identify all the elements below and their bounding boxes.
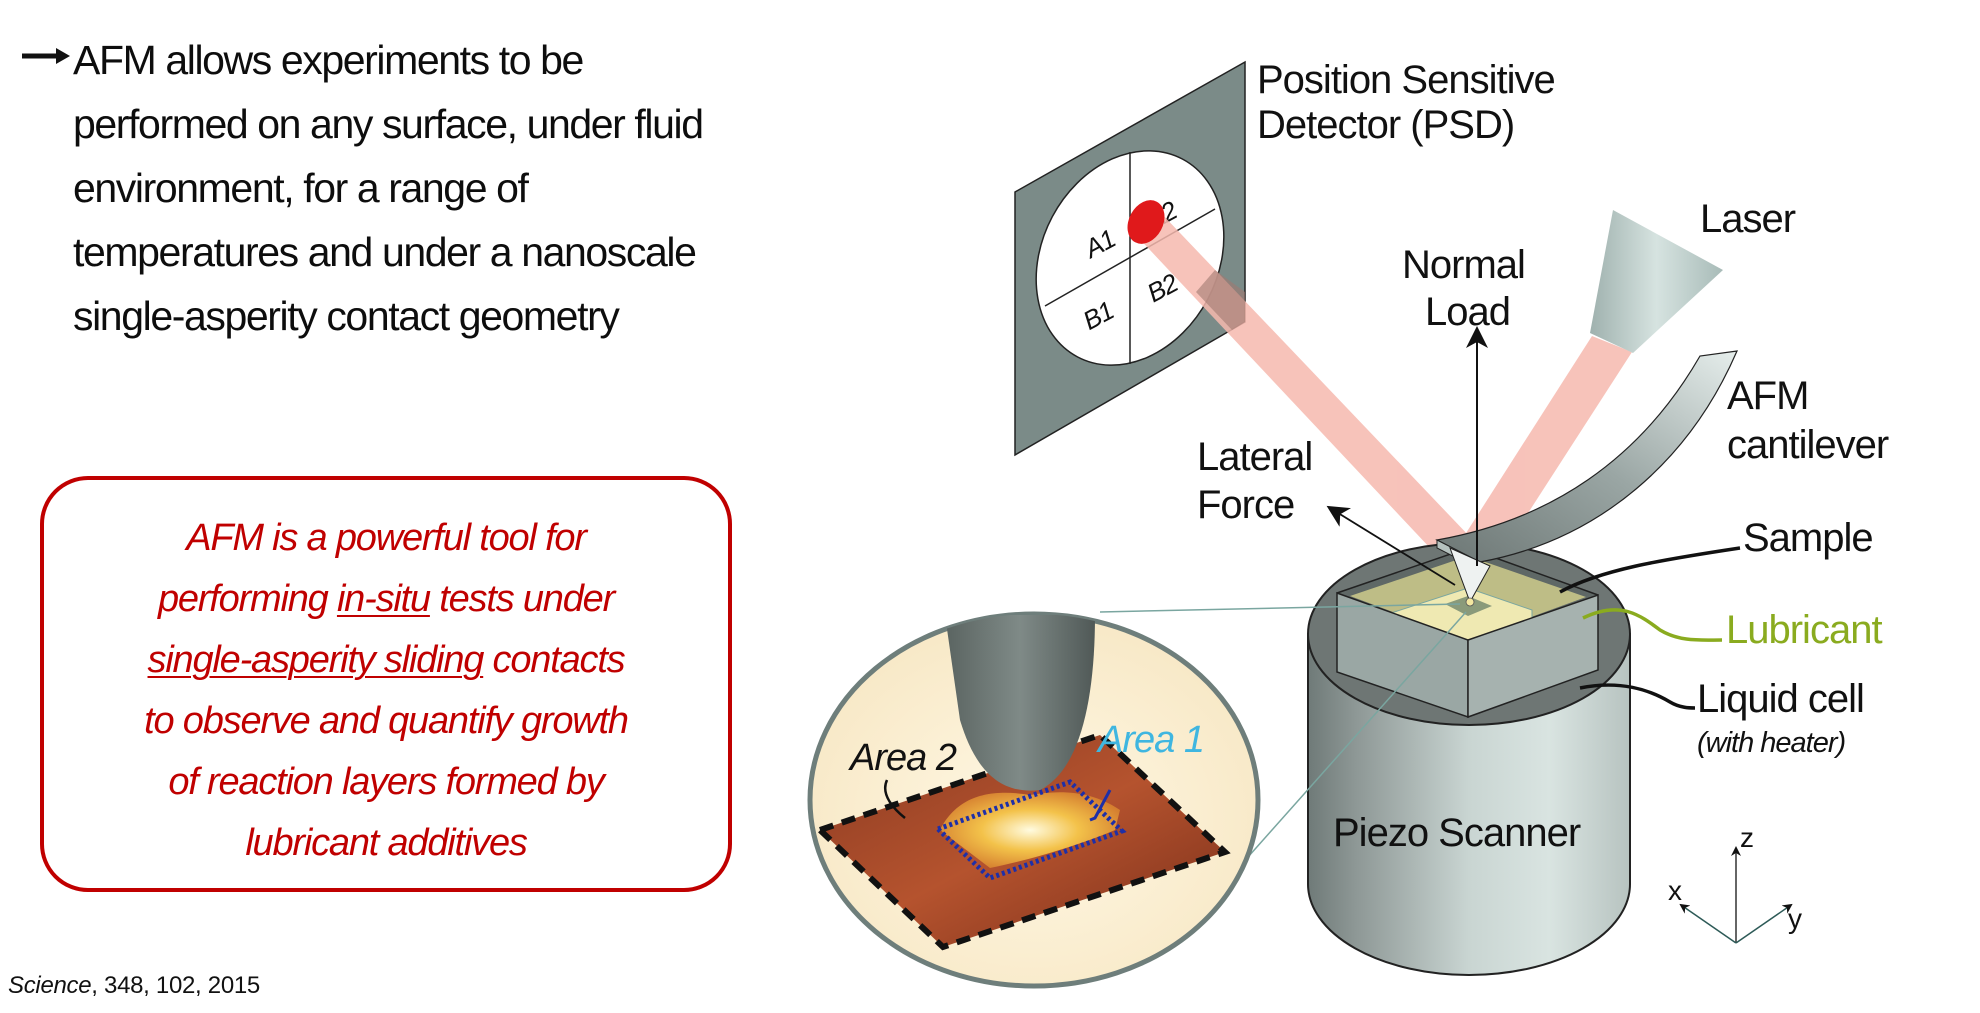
cell-front-right <box>1467 593 1599 719</box>
cylinder-body <box>1307 633 1631 976</box>
bullet-line-5: single-asperity contact geometry <box>73 293 620 339</box>
incident-beam <box>1452 336 1632 572</box>
bullet-line-1: AFM allows experiments to be <box>73 37 584 83</box>
area1-leader <box>1089 789 1112 822</box>
normal-load-label-line1: Normal <box>1402 243 1525 287</box>
afm-tip-micrograph <box>945 615 1095 791</box>
citation-details: , 348, 102, 2015 <box>91 972 260 999</box>
psd-detector: A1 A2 B1 B2 <box>1014 60 1246 457</box>
normal-load-label-line2: Load <box>1425 290 1510 334</box>
coordinate-axes: z x y <box>1668 822 1803 944</box>
callout-line-5: of reaction layers formed by <box>168 761 604 803</box>
afm-tip <box>1449 547 1491 604</box>
x-axis <box>1679 903 1737 944</box>
callout-underlined-text: single-asperity sliding <box>147 639 485 681</box>
afm-cantilever <box>1435 350 1738 607</box>
lubricant-label: Lubricant <box>1726 608 1882 652</box>
y-axis <box>1735 903 1793 944</box>
piezo-scanner-label: Piezo Scanner <box>1333 811 1581 855</box>
bullet-line-2: performed on any surface, under fluid <box>73 101 704 147</box>
inset-magnified-view: Area 2 Area 1 <box>807 611 1261 989</box>
area2-leader <box>884 779 906 819</box>
callout-box: AFM is a powerful tool for performing in… <box>40 476 732 892</box>
callout-text: contacts <box>483 639 626 681</box>
cantilever-label-line1: AFM <box>1727 374 1808 418</box>
sample-label: Sample <box>1743 516 1873 560</box>
psd-divider-horizontal <box>1044 208 1216 307</box>
x-axis-label: x <box>1668 875 1682 906</box>
area2-label: Area 2 <box>848 737 957 779</box>
psd-label-line2: Detector (PSD) <box>1257 103 1514 147</box>
citation: Science, 348, 102, 2015 <box>8 972 260 1000</box>
callout-underlined-text: in-situ <box>336 578 431 620</box>
psd-label-line1: Position Sensitive <box>1257 58 1555 102</box>
cantilever-label-line2: cantilever <box>1727 423 1889 467</box>
right-arrow-icon <box>22 48 70 64</box>
liquid-cell-label: Liquid cell <box>1697 677 1864 721</box>
citation-journal: Science <box>8 972 92 999</box>
liquid-cell-sublabel: (with heater) <box>1697 727 1845 759</box>
lateral-force-label-line1: Lateral <box>1197 435 1312 479</box>
callout-line-3: single-asperity sliding contacts <box>44 637 728 683</box>
callout-text: tests under <box>429 578 615 620</box>
callout-text: performing <box>157 578 337 620</box>
lubricant-leader <box>1582 608 1723 642</box>
beam-shadow <box>1196 270 1245 330</box>
callout-line-1: AFM is a powerful tool for <box>186 517 587 559</box>
bullet-line-3: environment, for a range of <box>73 165 529 211</box>
laser-label: Laser <box>1700 197 1796 241</box>
z-axis-label: z <box>1740 822 1753 853</box>
liquid-cell-leader <box>1579 683 1696 710</box>
y-axis-label: y <box>1788 903 1802 934</box>
laser-spot <box>1127 200 1165 244</box>
lateral-force-arrow <box>1326 505 1456 586</box>
lateral-force-label-line2: Force <box>1197 483 1294 527</box>
area1-label: Area 1 <box>1096 719 1204 761</box>
callout-line-6: lubricant additives <box>245 822 528 864</box>
area1-boundary <box>933 779 1127 881</box>
laser-source-icon <box>1590 210 1723 353</box>
sample-leader <box>1559 546 1741 594</box>
inset-connector-top <box>1099 603 1461 613</box>
callout-line-4: to observe and quantify growth <box>144 700 629 742</box>
callout-line-2: performing in-situ tests under <box>44 576 728 622</box>
bullet-line-4: temperatures and under a nanoscale <box>73 229 697 275</box>
inset-connector-bottom <box>1231 611 1467 876</box>
